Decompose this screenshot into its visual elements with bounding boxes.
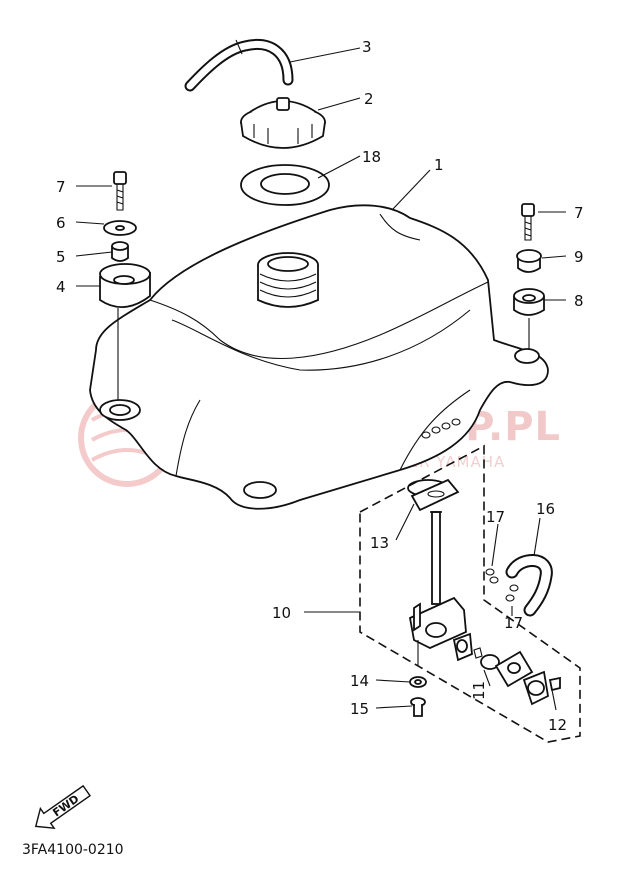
- callout-17-top: 17: [486, 508, 505, 526]
- callout-9: 9: [574, 248, 584, 266]
- callout-5: 5: [56, 248, 66, 266]
- callout-6: 6: [56, 214, 66, 232]
- callout-4: 4: [56, 278, 66, 296]
- fuel-cap: [240, 97, 326, 149]
- fuel-cock-lever: [522, 670, 561, 706]
- callout-7-right: 7: [574, 204, 584, 222]
- diagram-code: 3FA4100-0210: [22, 842, 124, 858]
- callout-10: 10: [272, 604, 291, 622]
- drain-washer: [409, 676, 427, 688]
- callout-15: 15: [350, 700, 369, 718]
- forward-label: FWD: [50, 792, 81, 819]
- callout-16: 16: [536, 500, 555, 518]
- petcock-group-outline: [359, 444, 581, 743]
- left-bolt-head: [113, 171, 127, 185]
- callout-11: 11: [470, 681, 488, 700]
- left-bolt-shank: [116, 184, 124, 211]
- fuel-cock: [408, 511, 467, 666]
- callout-14: 14: [350, 672, 369, 690]
- forward-direction-arrow-icon: FWD: [34, 784, 91, 829]
- fuel-cock-lever-plate: [452, 632, 534, 688]
- breather-hose: [184, 39, 294, 92]
- fuel-hose: [505, 554, 553, 617]
- callout-7-left: 7: [56, 178, 66, 196]
- callout-17-bottom: 17: [504, 614, 523, 632]
- outlet-o-rings: [421, 418, 461, 439]
- left-mount-hardware: [99, 171, 151, 400]
- callout-1: 1: [434, 156, 444, 174]
- leader-lines: [75, 47, 567, 711]
- cap-gasket: [240, 164, 330, 206]
- drain-screw: [410, 697, 426, 717]
- callout-2: 2: [364, 90, 374, 108]
- petcock-gasket: [410, 478, 460, 512]
- callout-13: 13: [370, 534, 389, 552]
- callouts: 3 2 18 1 7 6 5 4 7 9 8 13 10 14 15 17 16…: [56, 38, 584, 734]
- callout-3: 3: [362, 38, 372, 56]
- right-mount-hardware: [513, 203, 545, 350]
- callout-12: 12: [548, 716, 567, 734]
- callout-8: 8: [574, 292, 584, 310]
- hose-clips: [485, 568, 519, 602]
- callout-18: 18: [362, 148, 381, 166]
